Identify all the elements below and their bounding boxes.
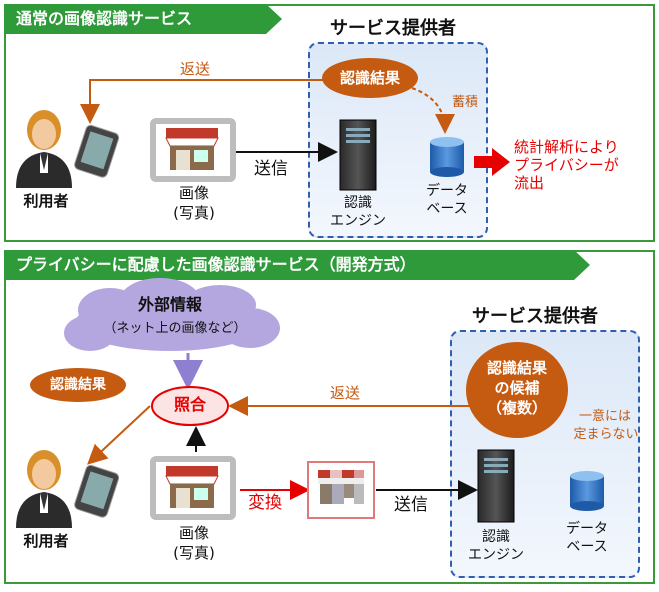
match-label: 照合 — [173, 395, 206, 414]
bottom-return-label: 返送 — [330, 384, 361, 402]
top-image-label-2: (写真) — [173, 204, 215, 222]
bottom-engine-label-1: 認識 — [482, 529, 510, 545]
top-photo-card — [150, 118, 236, 182]
candidate-bubble: 認識結果 の候補 （複数） — [466, 342, 568, 438]
candidate-line-2: の候補 — [494, 379, 540, 397]
bottom-left-result-bubble: 認識結果 — [30, 368, 126, 402]
top-accumulate-arrow — [411, 87, 455, 134]
top-engine-label-2: エンジン — [330, 213, 386, 229]
leak-label-3: 流出 — [514, 174, 545, 192]
top-server-icon — [339, 119, 377, 191]
top-image-label-1: 画像 — [178, 184, 209, 202]
bottom-db-label-2: ベース — [566, 539, 608, 555]
top-shop-image — [165, 128, 219, 170]
cloud-subtitle: （ネット上の画像など） — [103, 321, 247, 336]
top-send-label: 送信 — [254, 159, 288, 179]
unique-label-2: 定まらない — [573, 427, 639, 442]
top-return-label: 返送 — [180, 60, 211, 78]
unique-label-1: 一意には — [578, 409, 631, 424]
top-engine-label-1: 認識 — [344, 195, 372, 211]
candidate-line-1: 認識結果 — [486, 359, 547, 377]
bottom-db-label-1: データ — [566, 521, 608, 537]
bottom-server-icon — [477, 449, 515, 523]
top-db-label-1: データ — [426, 183, 468, 199]
cloud-title: 外部情報 — [137, 295, 202, 314]
bottom-database-icon — [570, 471, 604, 511]
convert-label: 変換 — [248, 493, 282, 513]
top-phone-icon — [74, 124, 120, 178]
bottom-section-title: プライバシーに配慮した画像認識サービス（開発方式） — [4, 250, 590, 280]
bottom-user-label: 利用者 — [23, 532, 69, 550]
bottom-image-label-1: 画像 — [178, 524, 209, 542]
bottom-send-label: 送信 — [394, 495, 428, 515]
top-provider-title: サービス提供者 — [330, 18, 456, 39]
top-db-label-2: ベース — [426, 201, 468, 217]
top-result-bubble-text: 認識結果 — [339, 69, 400, 87]
top-database-icon — [430, 137, 464, 177]
top-accumulate-label: 蓄積 — [452, 95, 479, 110]
bottom-engine-label-2: エンジン — [468, 547, 524, 563]
match-to-user-arrow — [87, 405, 151, 465]
candidate-line-3: （複数） — [486, 399, 547, 417]
leak-label-2: プライバシーが — [514, 156, 619, 174]
top-user-label: 利用者 — [23, 192, 69, 210]
top-section-title: 通常の画像認識サービス — [4, 4, 282, 34]
top-result-bubble: 認識結果 — [322, 58, 418, 98]
top-return-arrow — [80, 79, 326, 124]
bottom-photo-card — [150, 456, 236, 520]
external-info-cloud — [64, 278, 280, 351]
top-user-figure — [16, 110, 72, 188]
bottom-provider-title: サービス提供者 — [472, 306, 598, 327]
bottom-image-label-2: (写真) — [173, 544, 215, 562]
bottom-left-result-bubble-text: 認識結果 — [50, 377, 106, 393]
converted-image — [307, 461, 375, 519]
bottom-phone-icon — [74, 464, 120, 518]
bottom-user-figure — [16, 450, 72, 528]
bottom-shop-image — [165, 466, 219, 508]
leak-label-1: 統計解析により — [514, 138, 619, 156]
leak-arrow — [474, 148, 510, 176]
